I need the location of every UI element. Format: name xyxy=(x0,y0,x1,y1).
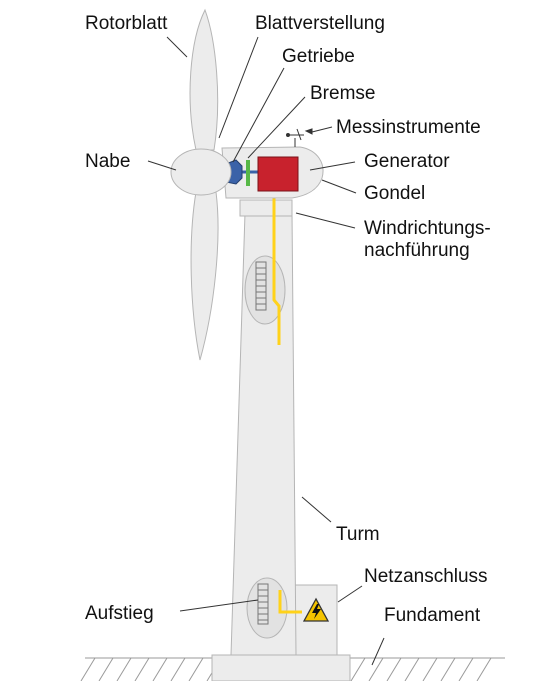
label-fundament: Fundament xyxy=(384,605,481,626)
label-generator: Generator xyxy=(364,151,450,172)
ground-hatch-line xyxy=(440,657,456,681)
power-cable xyxy=(272,198,281,345)
label-blattverstellung: Blattverstellung xyxy=(255,13,385,34)
label-windrichtungsnachfuehrung-line2: nachführung xyxy=(364,240,470,261)
ground-hatch-line xyxy=(350,657,366,681)
ground-hatch-line xyxy=(368,657,384,681)
leader-lines xyxy=(147,36,385,666)
generator xyxy=(257,156,299,192)
ground-hatch-line xyxy=(476,657,492,681)
label-aufstieg: Aufstieg xyxy=(85,603,154,624)
foundation xyxy=(211,654,351,681)
ground-hatch-line xyxy=(98,657,114,681)
label-getriebe: Getriebe xyxy=(282,46,355,67)
ground-hatch-line xyxy=(152,657,168,681)
label-nabe: Nabe xyxy=(85,151,131,172)
hub xyxy=(170,148,232,196)
rotor-blade-upper xyxy=(189,8,219,151)
ground-hatch-line xyxy=(404,657,420,681)
ground-hatch-line xyxy=(458,657,474,681)
label-netzanschluss: Netzanschluss xyxy=(364,566,488,587)
brake xyxy=(246,160,250,186)
lower-ladder xyxy=(246,577,288,639)
yaw-bearing xyxy=(239,199,293,217)
ground-hatch-line xyxy=(134,657,150,681)
lower-power-cable xyxy=(278,590,302,614)
anemometer-icon xyxy=(286,128,313,147)
label-bremse: Bremse xyxy=(310,83,376,104)
label-messinstrumente: Messinstrumente xyxy=(336,117,481,138)
label-rotorblatt: Rotorblatt xyxy=(85,13,168,34)
ground-hatch-line xyxy=(188,657,204,681)
ground-hatch-line xyxy=(386,657,402,681)
label-gondel: Gondel xyxy=(364,183,426,204)
ground-hatch-line xyxy=(170,657,186,681)
label-windrichtungsnachfuehrung: Windrichtungs- nachführung xyxy=(364,218,491,262)
ground-hatch-line xyxy=(422,657,438,681)
high-voltage-warning-icon xyxy=(302,597,330,622)
label-turm: Turm xyxy=(336,524,380,545)
rotor-blades xyxy=(189,8,219,361)
label-windrichtungsnachfuehrung-line1: Windrichtungs- xyxy=(364,218,491,239)
ground-hatch-line xyxy=(116,657,132,681)
ground-hatch-line xyxy=(80,657,96,681)
rotor-blade-lower xyxy=(190,191,219,361)
